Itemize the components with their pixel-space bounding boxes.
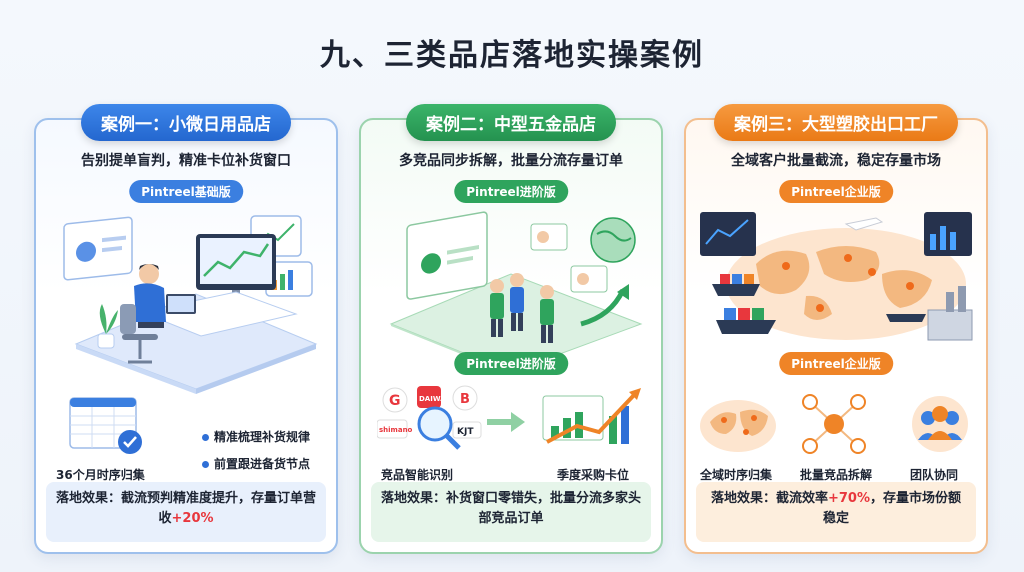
page-title: 九、三类品店落地实操案例 [320,38,704,73]
case-1-effect-highlight: +20% [171,511,214,526]
growth-chart-icon [542,388,641,444]
case-2-effect: 落地效果：补货窗口零错失，批量分流多家头部竞品订单 [371,482,651,542]
case-3-title: 案例三：大型塑胶出口工厂 [714,104,958,141]
team-icon [912,396,968,452]
spreadsheet-check-icon [69,397,142,454]
arrow-right-icon [487,412,525,432]
logo-shimano: shimano [379,426,413,434]
competitor-logos-magnifier-icon: G DAIWA B shimano KJT [377,385,482,450]
case-1-effect: 落地效果：截流预判精准度提升，存量订单营收+20% [46,482,326,542]
case-1-version-tag: Pintreel基础版 [129,180,243,203]
case-1-label-timeseries: 36个月时序归集 [56,468,145,482]
case-1-subtitle: 告别提单盲判，精准卡位补货窗口 [81,153,291,169]
case-3-version-tag-top: Pintreel企业版 [779,180,893,203]
logo-kjt: KJT [457,427,474,437]
case-2-label-procure: 季度采购卡位 [557,468,630,482]
case-2-version-tag-mid: Pintreel进阶版 [454,352,568,375]
logo-daiwa: DAIWA [419,395,446,403]
office-worker-illustration [63,215,318,394]
bullet-item: 前置跟进备货节点 [202,455,310,472]
bullet-item: 精准梳理补货规律 [202,428,310,445]
logo-b: B [460,392,470,407]
network-analysis-icon [802,394,866,454]
case-2-version-tag-top: Pintreel进阶版 [454,180,568,203]
case-3-label-team: 团队协同 [910,468,959,482]
case-1-bullets: 精准梳理补货规律 前置跟进备货节点 [202,428,310,482]
case-3-version-tag-mid: Pintreel企业版 [779,352,893,375]
world-map-pins-icon [700,400,776,452]
case-2-title: 案例二：中型五金品店 [406,104,616,141]
global-trade-illustration [700,212,973,341]
logo-g: G [389,393,401,409]
case-1-title: 案例一：小微日用品店 [81,104,291,141]
case-card-1: 案例一：小微日用品店 告别提单盲判，精准卡位补货窗口 Pintreel基础版 [34,104,338,554]
case-3-effect: 落地效果：截流效率+70%，存量市场份额稳定 [696,482,976,542]
case-3-effect-highlight: +70% [827,491,870,506]
bullet-dot-icon [202,461,209,468]
case-card-3: 案例三：大型塑胶出口工厂 全域客户批量截流，稳定存量市场 Pintreel企业版 [684,104,988,554]
case-3-label-competitor: 批量竞品拆解 [800,468,873,482]
case-card-2: 案例二：中型五金品店 多竞品同步拆解，批量分流存量订单 Pintreel进阶版 [359,104,663,554]
case-2-subtitle: 多竞品同步拆解，批量分流存量订单 [399,153,623,169]
case-2-label-identify: 竞品智能识别 [381,468,454,482]
dashboard-panel-left [63,216,133,281]
case-3-label-timeseries: 全域时序归集 [700,468,773,482]
case-3-subtitle: 全域客户批量截流，稳定存量市场 [731,153,941,169]
bullet-dot-icon [202,434,209,441]
team-analysis-illustration [389,211,643,374]
